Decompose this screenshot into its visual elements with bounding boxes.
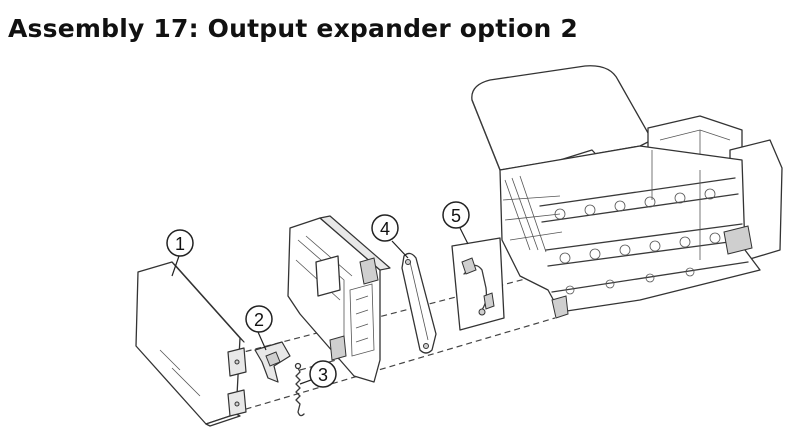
callout-4-label: 4 (380, 219, 390, 239)
callout-5: 5 (442, 201, 470, 245)
callout-2-label: 2 (254, 310, 264, 330)
callout-5-label: 5 (451, 206, 461, 226)
output-expander-unit (471, 65, 783, 319)
assembly-title: Assembly 17: Output expander option 2 (8, 14, 579, 43)
callout-4: 4 (371, 214, 409, 259)
frame-chassis (287, 215, 391, 383)
part-3-spring (294, 362, 305, 417)
assembly-guide-lines (235, 269, 561, 413)
part-4-strap (401, 252, 437, 354)
callout-2: 2 (245, 305, 273, 351)
callout-3-label: 3 (318, 365, 328, 385)
part-5-cable-harness (451, 237, 505, 331)
callout-3: 3 (299, 360, 337, 388)
part-2-latch (254, 341, 291, 383)
part-1-cover (135, 261, 247, 427)
callout-1: 1 (166, 229, 194, 277)
callout-1-label: 1 (175, 234, 185, 254)
